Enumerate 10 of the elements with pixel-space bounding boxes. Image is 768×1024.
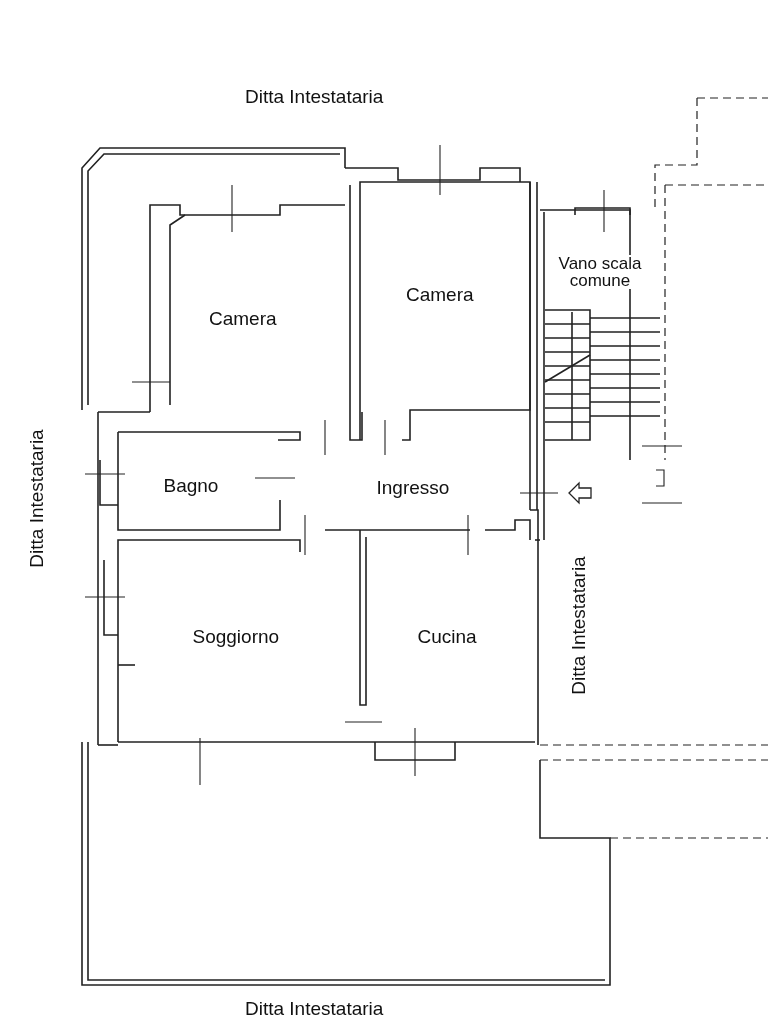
- room-label: Bagno: [163, 475, 219, 495]
- neighbor-label: Ditta Intestataria: [26, 428, 46, 568]
- room-label: Cucina: [417, 626, 477, 646]
- neighbor-label: Ditta Intestataria: [245, 86, 384, 106]
- room-label: Ingresso: [376, 477, 450, 497]
- neighbor-label: Ditta Intestataria: [568, 555, 588, 695]
- room-label: Soggiorno: [192, 626, 280, 646]
- neighbor-label: Ditta Intestataria: [245, 998, 384, 1018]
- room-label: Camera: [406, 284, 474, 304]
- room-label: Camera: [209, 308, 277, 328]
